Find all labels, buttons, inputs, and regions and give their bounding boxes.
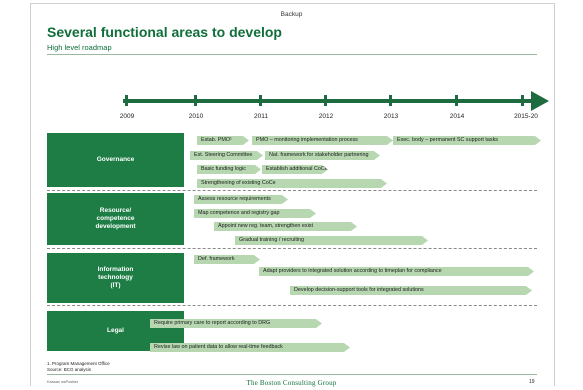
year-label: 2009: [119, 113, 135, 120]
timeline-arrow-icon: [531, 91, 549, 111]
source-note: Source: BCG analysis: [47, 367, 92, 372]
year-label: 2011: [254, 113, 268, 120]
copyright-text: Kassav asPostter: [47, 379, 79, 384]
slide-subtitle: High level roadmap: [47, 43, 112, 52]
bar-exec-body: Exec. body – permanent SC support tasks: [393, 136, 541, 145]
year-label: 2015-20: [514, 113, 538, 120]
category-resource-line2: competence: [96, 214, 135, 222]
timeline-tick: [455, 95, 458, 106]
footer-divider: [47, 374, 537, 375]
slide-frame-top: [30, 3, 555, 4]
category-resource-competence: Resource/ competence development: [47, 193, 184, 245]
timeline-tick: [125, 95, 128, 106]
category-it-line2: technology: [98, 273, 133, 281]
bar-revise-law: Revise law on patient data to allow real…: [150, 343, 350, 352]
section-separator: [47, 305, 537, 306]
bar-map-competence: Map competence and registry gap: [194, 209, 316, 218]
slide-frame-right: [554, 3, 555, 386]
category-it-line3: (IT): [110, 282, 121, 290]
slide-frame-left: [30, 3, 31, 386]
timeline-tick: [194, 95, 197, 106]
bar-establish-coce: Establish additional CoCe: [262, 165, 328, 174]
year-label: 2014: [449, 113, 465, 120]
bar-decision-support: Develop decision-support tools for integ…: [290, 286, 532, 295]
timeline-tick: [324, 95, 327, 106]
bar-def-framework: Def. framework: [194, 255, 260, 264]
company-logo-text: The Boston Consulting Group: [246, 379, 337, 387]
bar-estab-pmo: Estab. PMO¹: [197, 136, 249, 145]
timeline-tick: [389, 95, 392, 106]
category-legal-label: Legal: [107, 326, 124, 334]
category-information-technology: Information technology (IT): [47, 253, 184, 303]
bar-nat-framework: Nat. framework for stakeholder partnerin…: [265, 151, 380, 160]
category-legal: Legal: [47, 311, 184, 351]
year-label: 2013: [383, 113, 399, 120]
year-label: 2012: [318, 113, 334, 120]
category-resource-line3: development: [95, 223, 136, 231]
bar-pmo-monitoring: PMO – monitoring implementation process: [252, 136, 393, 145]
bar-adapt-providers: Adapt providers to integrated solution a…: [259, 267, 534, 276]
bar-assess-resource: Assess resource requirements: [194, 195, 288, 204]
bar-appoint-reg-team: Appoint new reg. team, strengthen exist: [214, 222, 357, 231]
timeline-tick: [259, 95, 262, 106]
slide-title: Several functional areas to develop: [47, 24, 282, 40]
category-resource-line1: Resource/: [99, 206, 132, 214]
footnote: 1. Program Management Office: [47, 361, 110, 366]
category-it-line1: Information: [97, 265, 134, 273]
section-separator: [47, 190, 537, 191]
bar-gradual-training: Gradual training / recruiting: [235, 236, 428, 245]
bar-est-steering: Est. Steering Committee: [190, 151, 263, 160]
category-governance-label: Governance: [96, 155, 135, 163]
timeline-tick: [521, 95, 524, 106]
page-number: 19: [529, 379, 535, 385]
bar-basic-funding: Basic funding logic: [197, 165, 261, 174]
bar-strengthening-coce: Strengthening of existing CoCe: [197, 179, 387, 188]
bar-primary-care-drg: Require primary care to report according…: [150, 319, 322, 328]
year-label: 2010: [188, 113, 204, 120]
category-governance: Governance: [47, 133, 184, 187]
timeline-axis: [123, 99, 541, 103]
title-divider: [47, 54, 537, 55]
backup-label: Backup: [280, 11, 303, 18]
section-separator: [47, 248, 537, 249]
